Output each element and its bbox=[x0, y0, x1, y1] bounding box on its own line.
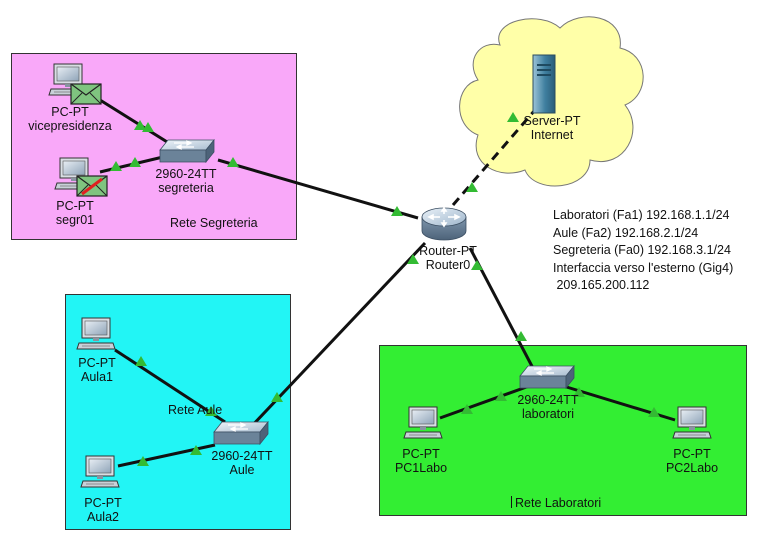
zone-label-aule: Rete Aule bbox=[168, 403, 223, 417]
pc-icon bbox=[80, 455, 120, 488]
router0[interactable] bbox=[420, 203, 468, 250]
info-line: Interfaccia verso l'esterno (Gig4) bbox=[553, 260, 734, 275]
link-up-indicator bbox=[190, 445, 202, 455]
pdu-envelope-failed[interactable] bbox=[76, 175, 108, 202]
pc-pc1labo[interactable] bbox=[403, 405, 443, 446]
link-aula2-switch[interactable] bbox=[117, 443, 216, 468]
pc-pc2labo[interactable] bbox=[672, 405, 712, 446]
pc-icon bbox=[76, 317, 116, 350]
switch-icon bbox=[213, 421, 269, 445]
link-up-indicator bbox=[134, 120, 146, 130]
link-up-indicator bbox=[507, 112, 519, 122]
pc-aula1[interactable] bbox=[76, 316, 116, 357]
switch-icon bbox=[519, 365, 575, 389]
pdu-envelope[interactable] bbox=[70, 83, 102, 110]
link-up-indicator bbox=[515, 331, 527, 341]
ip-address-note: Laboratori (Fa1) 192.168.1.1/24 Aule (Fa… bbox=[553, 207, 733, 295]
link-up-indicator bbox=[648, 407, 660, 417]
pc-aula2[interactable] bbox=[80, 454, 120, 495]
info-line: Segreteria (Fa0) 192.168.3.1/24 bbox=[553, 243, 731, 257]
envelope-icon bbox=[70, 83, 102, 105]
link-up-indicator bbox=[135, 356, 147, 366]
link-up-indicator bbox=[495, 391, 507, 401]
link-up-indicator bbox=[466, 182, 478, 192]
link-up-indicator bbox=[573, 387, 585, 397]
link-up-indicator bbox=[471, 260, 483, 270]
zone-label-segreteria: Rete Segreteria bbox=[170, 216, 258, 230]
link-up-indicator bbox=[137, 456, 149, 466]
envelope-failed-icon bbox=[76, 175, 108, 197]
link-up-indicator bbox=[110, 161, 122, 171]
link-up-indicator bbox=[227, 157, 239, 167]
link-up-indicator bbox=[407, 254, 419, 264]
pc-icon bbox=[403, 406, 443, 439]
link-aula1-switch[interactable] bbox=[114, 348, 226, 424]
link-router-internet[interactable] bbox=[451, 109, 537, 206]
pc-icon bbox=[672, 406, 712, 439]
link-up-indicator bbox=[391, 206, 403, 216]
link-up-indicator bbox=[129, 157, 141, 167]
link-pc1labo-switch[interactable] bbox=[439, 383, 533, 420]
link-up-indicator bbox=[205, 406, 217, 416]
server-internet[interactable] bbox=[531, 54, 557, 121]
link-segreteria-router[interactable] bbox=[217, 158, 419, 220]
info-line: Laboratori (Fa1) 192.168.1.1/24 bbox=[553, 208, 730, 222]
info-line: 209.165.200.112 bbox=[553, 278, 650, 292]
server-icon bbox=[532, 54, 556, 114]
link-up-indicator bbox=[461, 404, 473, 414]
info-line: Aule (Fa2) 192.168.2.1/24 bbox=[553, 225, 699, 240]
zone-label-laboratori: Rete Laboratori bbox=[511, 496, 601, 510]
link-up-indicator bbox=[142, 122, 154, 132]
router-icon bbox=[421, 206, 467, 241]
switch-icon bbox=[159, 139, 215, 163]
link-up-indicator bbox=[271, 392, 283, 402]
